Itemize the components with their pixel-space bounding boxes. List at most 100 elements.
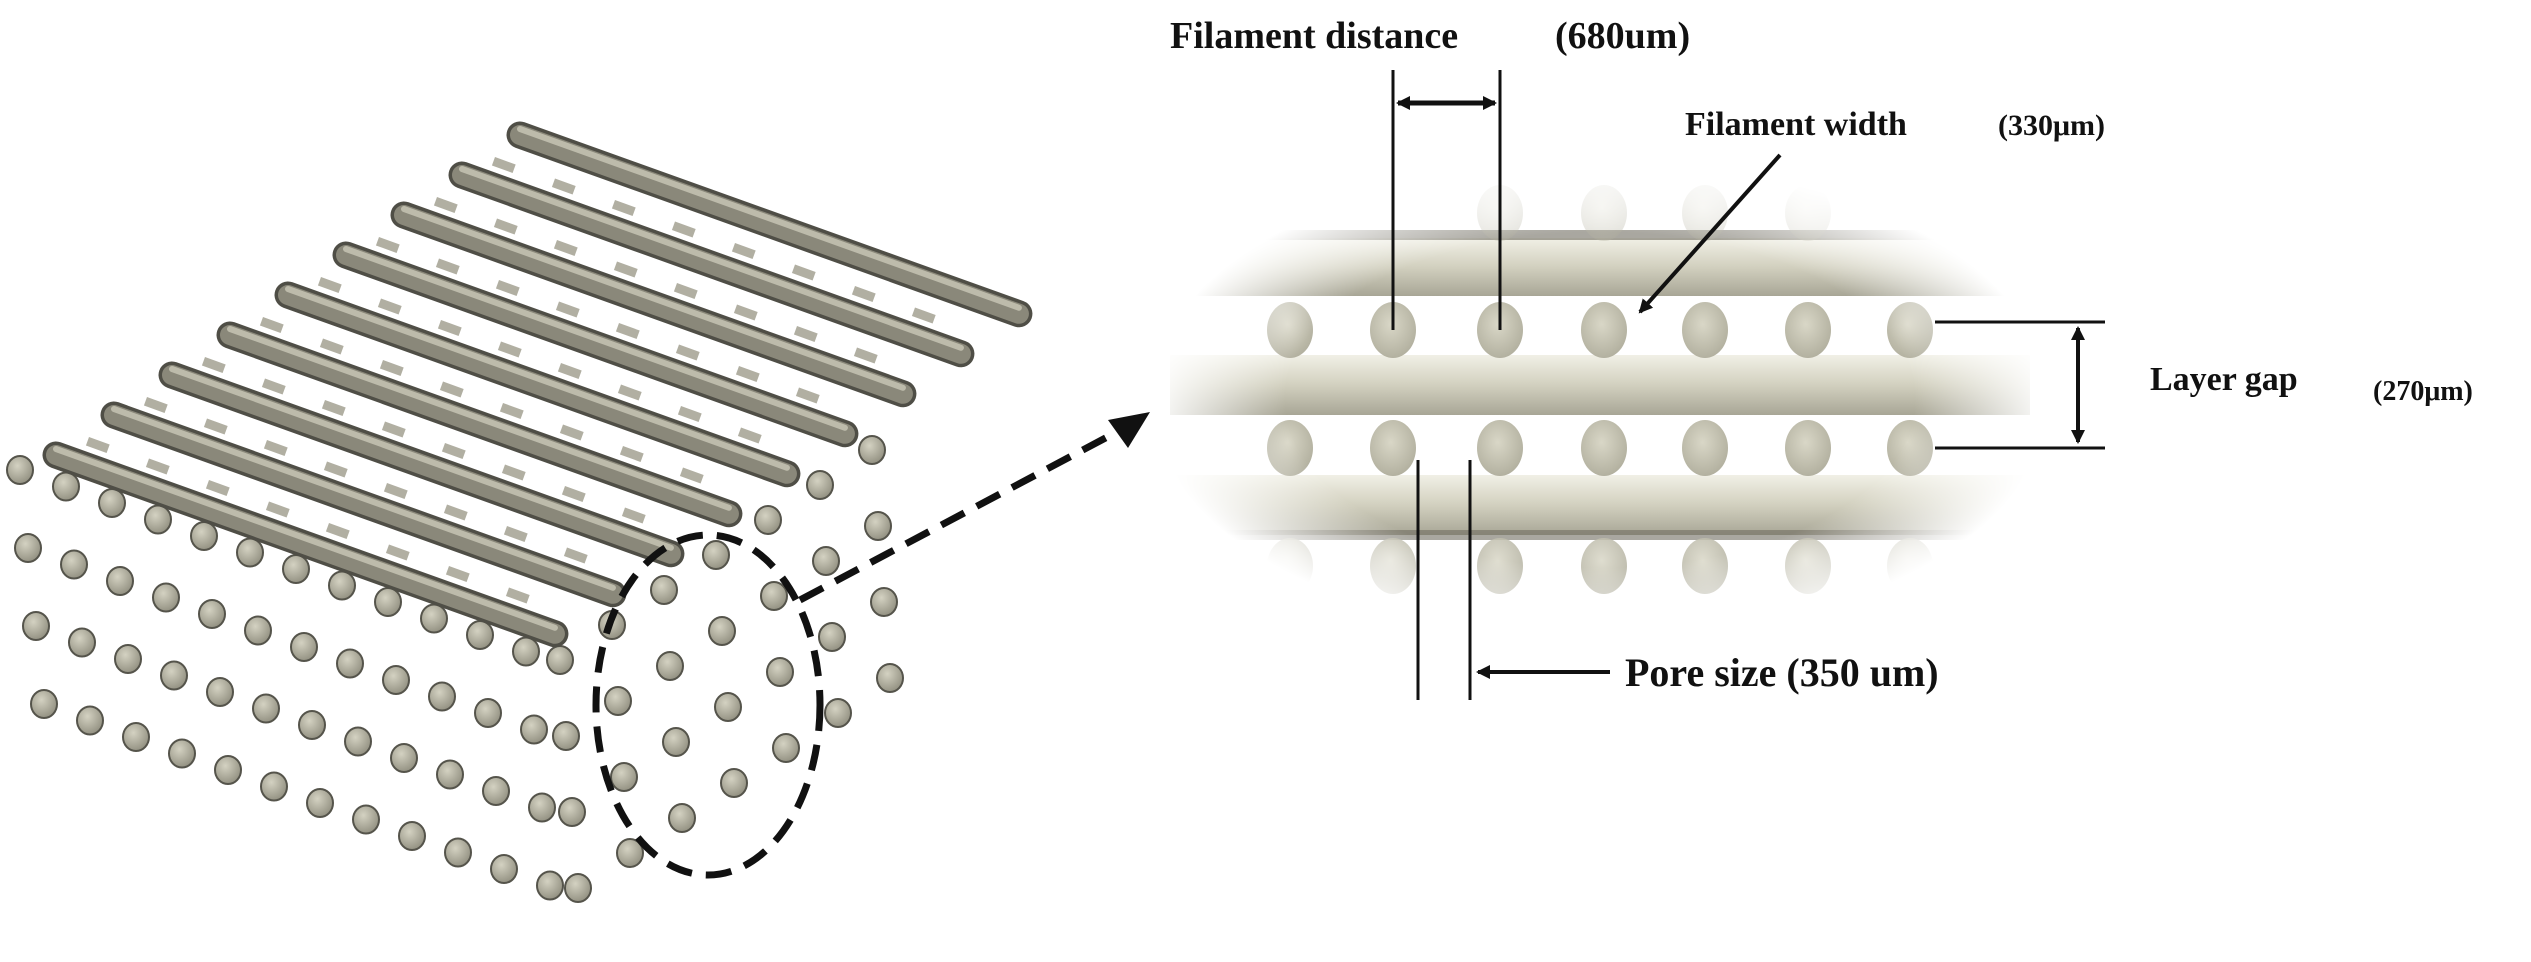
scaffold-rod-end — [766, 657, 794, 687]
filament-cross-section — [1682, 185, 1728, 241]
scaffold-rod-end — [870, 587, 898, 617]
scaffold-rod-end — [474, 698, 502, 728]
scaffold-rod-end — [76, 705, 104, 736]
scaffold-rod-end — [98, 488, 126, 518]
scaffold-rod-end — [546, 645, 574, 675]
scaffold-rod — [158, 361, 685, 568]
scaffold-cross-segment — [617, 384, 642, 401]
scaffold-cross-segment — [911, 307, 936, 324]
scaffold-cross-segment — [85, 437, 110, 453]
scaffold-cross-segment — [675, 344, 700, 361]
filament-cross-section — [1581, 538, 1627, 594]
scaffold-rod-end — [708, 616, 736, 646]
scaffold-cross-segment — [383, 482, 408, 499]
scaffold-rod-end — [876, 663, 904, 693]
scaffold-rod-end — [604, 686, 632, 716]
scaffold-cross-segment — [441, 443, 466, 459]
filament-cross-section — [1581, 302, 1627, 358]
scaffold-cross-segment — [791, 264, 816, 281]
scaffold-cross-segment — [145, 458, 170, 475]
filament-cross-section — [1682, 420, 1728, 476]
scaffold-rod-end — [290, 632, 318, 662]
zoom-region-ellipse — [592, 531, 824, 879]
scaffold-cross-segment — [557, 363, 582, 379]
scaffold-rod-end — [328, 570, 356, 601]
scaffold-cross-segment — [497, 341, 522, 358]
scaffold-rod-end — [106, 566, 134, 596]
scaffold-rod-end — [114, 644, 142, 674]
filament-cross-section — [1581, 185, 1627, 241]
scaffold-rod-end — [528, 792, 556, 823]
scaffold-rod-end — [390, 743, 418, 773]
scaffold-rod-end — [772, 733, 800, 763]
scaffold-rod-end — [344, 726, 372, 757]
horizontal-filament — [1170, 475, 2030, 535]
cross-section-detail — [1150, 160, 2050, 640]
scaffold-rod-end — [482, 776, 510, 806]
scaffold-cross-segment — [553, 239, 578, 256]
scaffold-rod-end — [420, 603, 448, 634]
scaffold-cross-segment — [735, 366, 760, 382]
scaffold-rod-end — [68, 627, 96, 658]
layer-gap-value: (270μm) — [2373, 376, 2473, 407]
scaffold-rod-end — [824, 698, 852, 728]
scaffold-cross-segment — [445, 566, 470, 582]
scaffold-rod-end — [60, 549, 88, 580]
scaffold-cross-segment — [205, 480, 230, 496]
scaffold-rod-end — [444, 837, 472, 868]
scaffold-rod-end — [206, 677, 234, 707]
layer-gap-label: Layer gap — [2150, 361, 2298, 398]
scaffold-cross-segment — [563, 547, 588, 564]
scaffold-cross-segment — [613, 261, 638, 278]
scaffold-rod-end — [260, 771, 288, 802]
horizontal-filament — [1170, 355, 2030, 415]
scaffold-cross-segment — [325, 523, 350, 539]
scaffold-cross-segment — [491, 157, 516, 173]
scaffold-cross-segment — [321, 400, 346, 416]
filament-width-label: Filament width — [1685, 106, 1907, 143]
scaffold-rod-end — [564, 873, 592, 903]
scaffold-rod-end — [662, 727, 690, 757]
scaffold-rod-end — [466, 620, 494, 650]
scaffold-cross-segment — [143, 397, 168, 413]
scaffold-cross-segment — [555, 301, 580, 318]
filament-cross-section — [1785, 302, 1831, 358]
scaffold-rod-end — [398, 821, 426, 851]
scaffold-rod-end — [298, 710, 326, 740]
scaffold-rod-end — [656, 651, 684, 681]
scaffold-cross-segment — [263, 440, 288, 456]
scaffold-rod-end — [30, 689, 58, 719]
filament-cross-section — [1477, 538, 1523, 594]
scaffold-rod-end — [382, 665, 410, 695]
scaffold-cross-segment — [853, 347, 878, 364]
filament-cross-section — [1267, 420, 1313, 476]
scaffold-cross-segment — [323, 461, 348, 478]
scaffold-cross-segment — [737, 427, 762, 444]
filament-cross-section — [1682, 302, 1728, 358]
scaffold-rod — [42, 441, 569, 648]
scaffold-cross-segment — [261, 378, 286, 395]
scaffold-cross-segment — [201, 357, 226, 373]
scaffold-rod-end — [754, 505, 782, 535]
scaffold-cross-segment — [203, 418, 228, 435]
scaffold-rod-end — [306, 788, 334, 818]
filament-distance-label: Filament distance — [1170, 15, 1458, 57]
scaffold-cross-segment — [621, 507, 646, 524]
scaffold-rod-end — [190, 521, 218, 551]
scaffold-rod-end — [336, 648, 364, 679]
scaffold-rod-end — [552, 721, 580, 751]
scaffold-cross-segment — [559, 424, 584, 441]
scaffold-cross-segment — [505, 587, 530, 604]
scaffold-rod-end — [668, 803, 696, 833]
filament-cross-section — [1887, 420, 1933, 476]
scaffold-rod-end — [610, 762, 638, 792]
scaffold-rod-end — [650, 575, 678, 605]
scaffold-rod-end — [244, 615, 272, 646]
filament-width-value: (330μm) — [1998, 109, 2105, 142]
scaffold-3d-model — [6, 121, 1033, 903]
scaffold-cross-segment — [499, 403, 524, 419]
scaffold-rod-end — [806, 470, 834, 500]
scaffold-cross-segment — [265, 501, 290, 518]
scaffold-rod-end — [490, 854, 518, 884]
